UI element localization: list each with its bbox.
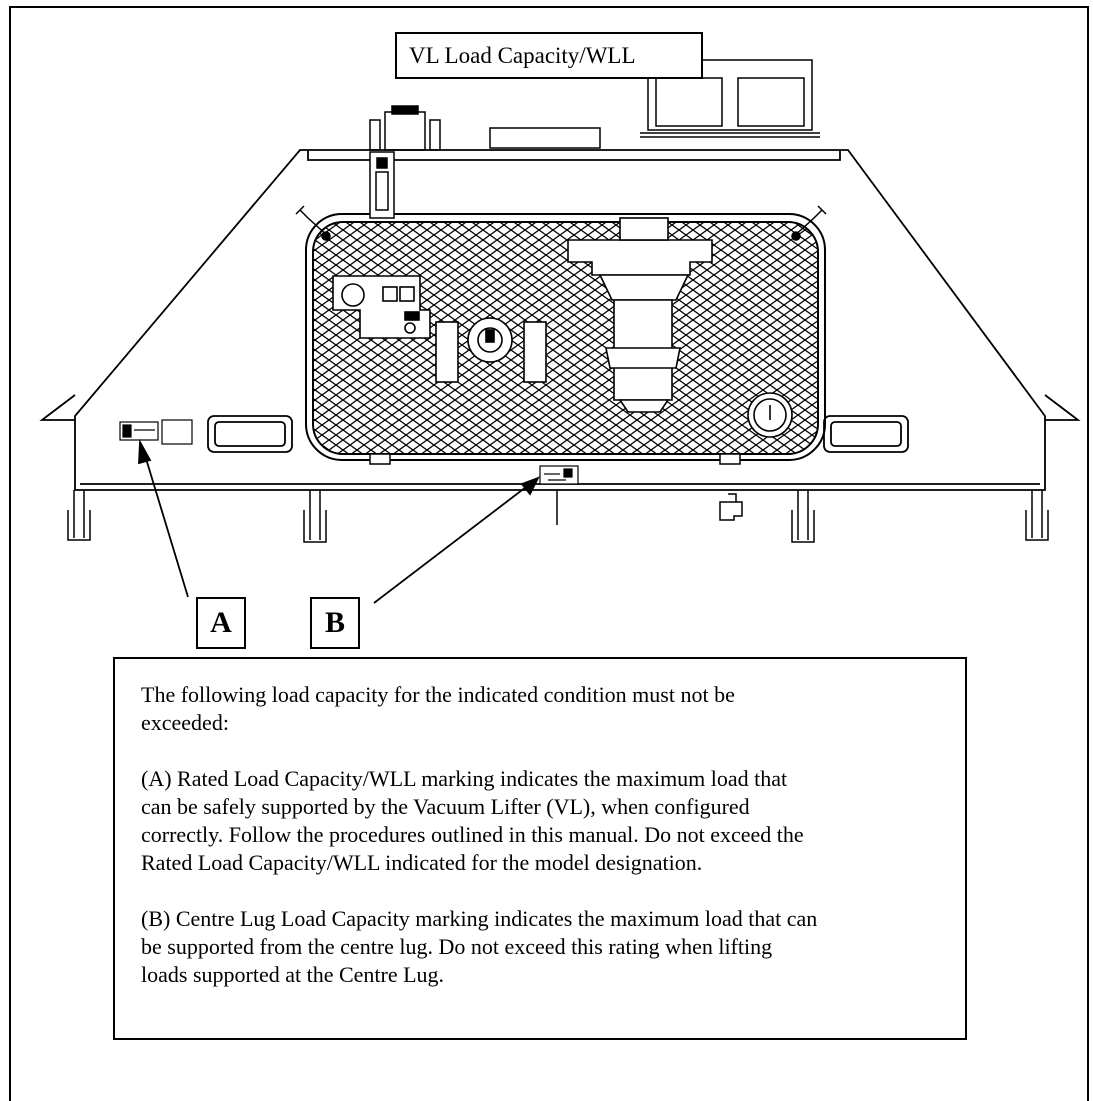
control-panel [332,275,431,339]
leader-arrow-a [138,438,189,598]
callout-b: B [310,597,360,649]
panel-feet [369,453,741,465]
notes-item-a: (A) Rated Load Capacity/WLL marking indi… [141,766,804,875]
centre-lug-label-b [539,465,579,485]
diagram-title: VL Load Capacity/WLL [395,32,703,79]
center-switch [435,317,547,383]
mesh-panel [312,221,819,455]
pump-assembly [567,217,713,413]
page-frame [9,6,1089,1101]
leader-arrow-b [373,476,540,604]
vacuum-gauge [747,392,793,438]
rated-load-label-a [119,419,193,445]
callout-a: A [196,597,246,649]
lifter-legs [67,490,1049,543]
top-connector [369,105,601,151]
notes-intro: The following load capacity for the indi… [141,682,735,735]
level-gauge [369,151,395,219]
panel-knobs [295,205,827,241]
notes-item-b: (B) Centre Lug Load Capacity marking ind… [141,906,818,987]
load-capacity-notes: The following load capacity for the indi… [113,657,967,1040]
